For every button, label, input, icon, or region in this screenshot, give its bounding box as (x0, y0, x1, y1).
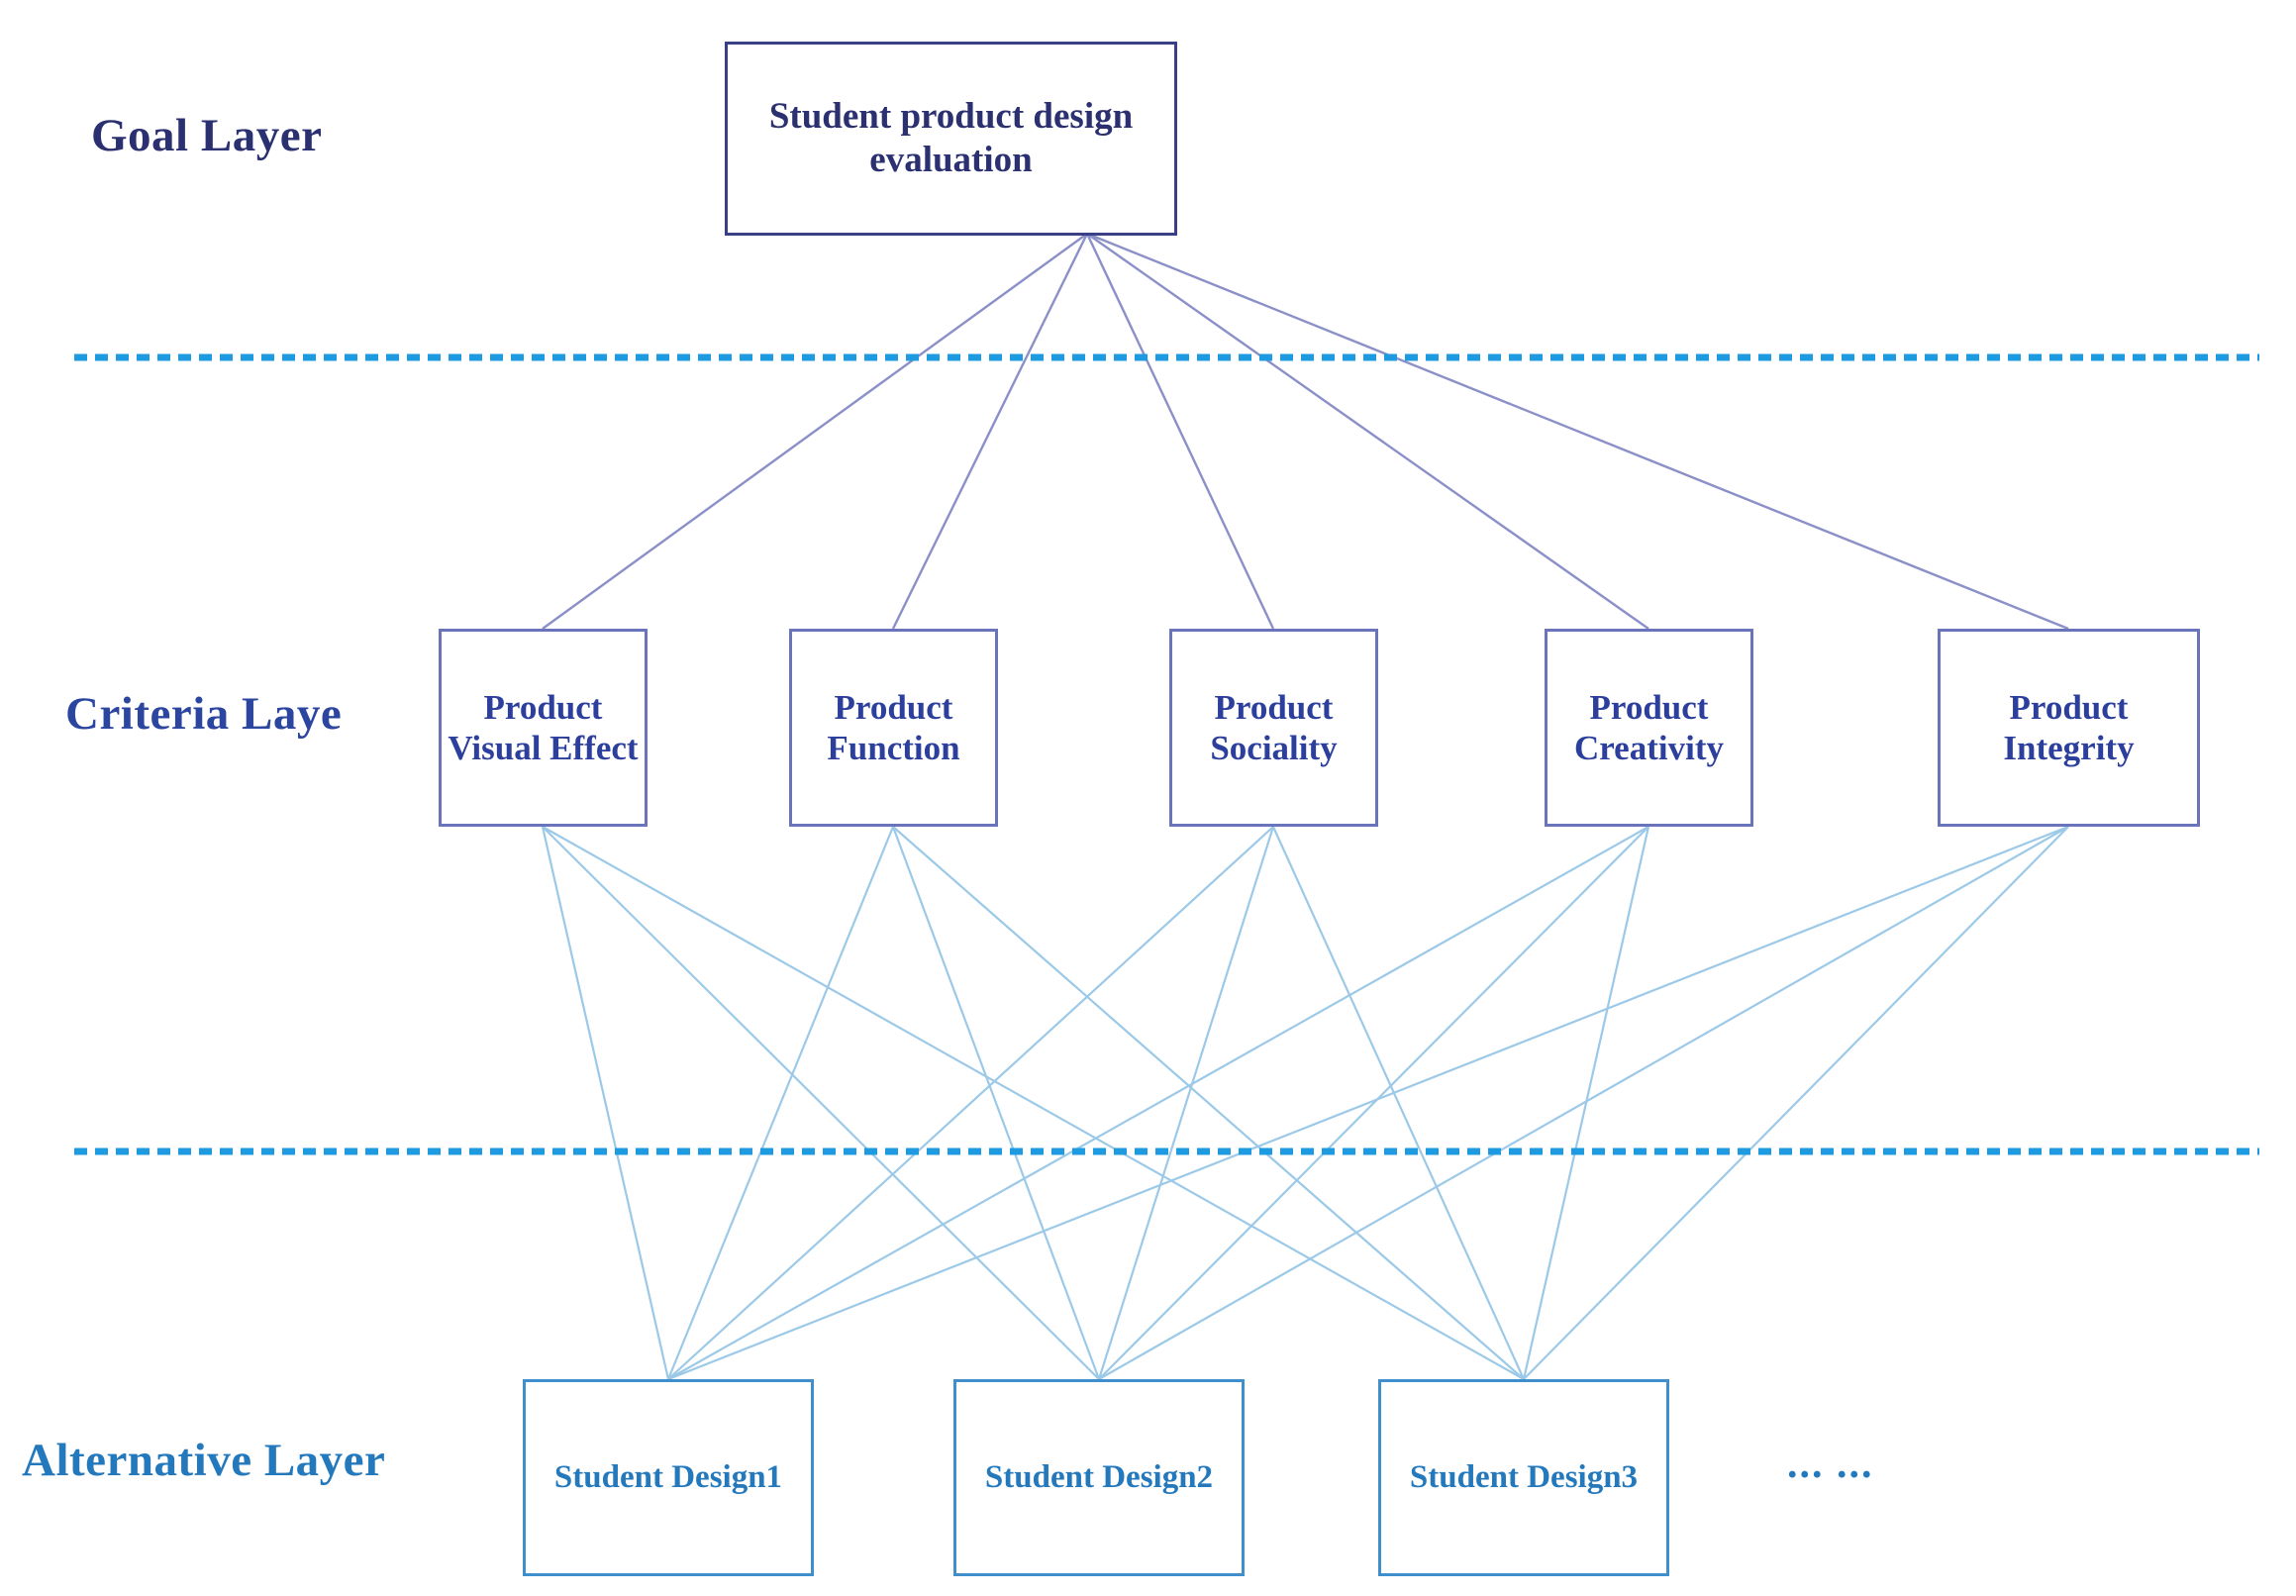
edge-criteria-to-alternative (542, 826, 1525, 1380)
criteria-to-alternative-edges (541, 825, 2069, 1381)
edge-criteria-to-alternative (667, 826, 1649, 1380)
alternative-node-student-design2[interactable]: Student Design2 (953, 1379, 1245, 1576)
criteria-node-label: Product Integrity (2003, 687, 2135, 767)
alternative-node-student-design1[interactable]: Student Design1 (523, 1379, 814, 1576)
criteria-node-product-creativity[interactable]: Product Creativity (1545, 629, 1753, 827)
edge-criteria-to-alternative (892, 826, 1525, 1380)
criteria-node-label: Product Sociality (1210, 687, 1338, 767)
goal-node-box[interactable]: Student product design evaluation (725, 42, 1177, 236)
criteria-node-product-sociality[interactable]: Product Sociality (1169, 629, 1378, 827)
edge-goal-to-criteria (891, 233, 1089, 630)
criteria-node-label: Product Creativity (1574, 687, 1724, 767)
layer-dividers (74, 353, 2259, 1155)
edge-criteria-to-alternative (667, 826, 1274, 1380)
edge-goal-to-criteria (1086, 233, 1649, 630)
edge-criteria-to-alternative (1098, 826, 2069, 1380)
edge-criteria-to-alternative (1522, 826, 1650, 1380)
criteria-node-label: Product Visual Effect (448, 687, 639, 767)
alternative-node-student-design3[interactable]: Student Design3 (1378, 1379, 1669, 1576)
criteria-node-product-function[interactable]: Product Function (789, 629, 998, 827)
alternative-layer-label: Alternative Layer (22, 1435, 386, 1486)
edge-goal-to-criteria (542, 233, 1088, 630)
goal-layer-label: Goal Layer (91, 110, 323, 161)
edge-criteria-to-alternative (542, 826, 1100, 1380)
alternative-node-label: Student Design1 (553, 1459, 783, 1496)
alternative-more-ellipsis: ... ... (1787, 1442, 1874, 1487)
edge-criteria-to-alternative (667, 825, 2069, 1381)
alternative-node-label: Student Design3 (1409, 1459, 1639, 1496)
criteria-layer-label: Criteria Laye (65, 688, 343, 740)
edge-goal-to-criteria (1085, 233, 1275, 630)
edge-criteria-to-alternative (541, 826, 670, 1380)
goal-node-label: Student product design evaluation (768, 96, 1134, 180)
edge-criteria-to-alternative (1271, 826, 1526, 1380)
alternative-node-label: Student Design2 (984, 1459, 1214, 1496)
edge-criteria-to-alternative (1097, 826, 1275, 1380)
edge-criteria-to-alternative (1098, 826, 1649, 1380)
goal-to-criteria-edges (542, 232, 2069, 631)
criteria-node-label: Product Function (827, 687, 960, 767)
edge-criteria-to-alternative (1523, 826, 2069, 1380)
edge-criteria-to-alternative (891, 826, 1101, 1380)
criteria-node-product-integrity[interactable]: Product Integrity (1938, 629, 2200, 827)
edge-goal-to-criteria (1086, 232, 2069, 631)
criteria-node-product-visual-effect[interactable]: Product Visual Effect (439, 629, 648, 827)
edge-criteria-to-alternative (666, 826, 895, 1380)
